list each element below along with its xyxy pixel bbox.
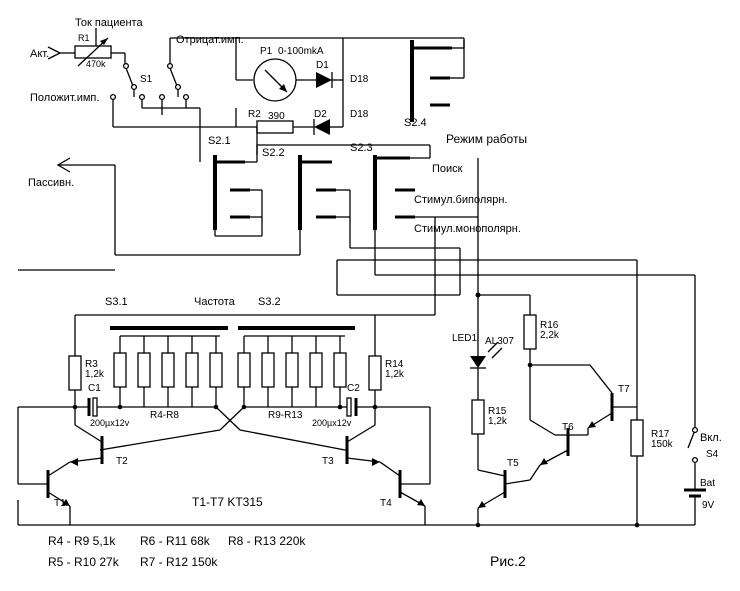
multivibrator-section: S3.1 Частота S3.2 R3 1,2k R14 1,2k R4-R bbox=[17, 296, 435, 525]
c1-label: C1 bbox=[88, 383, 101, 394]
r17-label: R17 bbox=[651, 429, 670, 440]
s23-label: S2.3 bbox=[350, 142, 373, 154]
note-r8-r13: R8 - R13 220k bbox=[228, 534, 306, 548]
label-polozh: Положит.имп. bbox=[30, 92, 99, 104]
active-arrow-icon bbox=[47, 46, 62, 60]
switch-s2-1: S2.1 bbox=[208, 127, 263, 236]
c2-value: 200µx12v bbox=[312, 418, 352, 428]
active-electrode-section: Акт. Ток пациента R1 470k bbox=[30, 17, 143, 69]
resistor-r17 bbox=[630, 419, 644, 457]
d1-value: D18 bbox=[350, 74, 369, 85]
note-r4-r9: R4 - R9 5,1k bbox=[48, 534, 116, 548]
label-stim-mono: Стимул.монополярн. bbox=[414, 223, 521, 235]
resistor-r3 bbox=[68, 355, 82, 391]
note-r7-r12: R7 - R12 150k bbox=[140, 555, 218, 569]
resistor-r2 bbox=[256, 120, 294, 134]
resistor-r11 bbox=[285, 352, 299, 388]
label-stim-bi: Стимул.биполярн. bbox=[414, 194, 507, 206]
power-section: Вкл. S4 Bat 9V bbox=[684, 426, 722, 525]
label-chastota: Частота bbox=[194, 296, 236, 308]
label-rezhim: Режим работы bbox=[446, 132, 527, 146]
label-9v: 9V bbox=[702, 500, 715, 511]
label-s4: S4 bbox=[706, 449, 719, 460]
d2-label: D2 bbox=[314, 109, 327, 120]
note-r5-r10: R5 - R10 27k bbox=[48, 555, 120, 569]
s24-label: S2.4 bbox=[404, 117, 427, 129]
t1-label: T1 bbox=[54, 498, 66, 509]
r14-value: 1,2k bbox=[385, 369, 405, 380]
label-poisk: Поиск bbox=[432, 163, 463, 175]
label-otric: Отрицат.имп. bbox=[176, 34, 244, 46]
r1-label: R1 bbox=[78, 33, 90, 43]
label-vkl: Вкл. bbox=[700, 432, 722, 444]
s21-label: S2.1 bbox=[208, 135, 231, 147]
r1-value: 470k bbox=[86, 59, 106, 69]
r3-label: R3 bbox=[85, 359, 98, 370]
r15-value: 1,2k bbox=[488, 416, 508, 427]
r15-label: R15 bbox=[488, 406, 507, 417]
s1-label: S1 bbox=[140, 74, 153, 85]
resistor-r6 bbox=[161, 352, 175, 388]
r16-label: R16 bbox=[540, 320, 559, 331]
resistor-r10 bbox=[261, 352, 275, 388]
transistor-note: T1-T7 KT315 bbox=[192, 495, 263, 509]
r2-value: 390 bbox=[268, 111, 285, 122]
c1-value: 200µx12v bbox=[90, 418, 130, 428]
r17-value: 150k bbox=[651, 439, 674, 450]
passive-electrode-section: Пассивн. bbox=[28, 157, 301, 256]
d1-label: D1 bbox=[316, 60, 329, 71]
r16-value: 2,2k bbox=[540, 330, 560, 341]
r14-label: R14 bbox=[385, 359, 404, 370]
resistor-r5 bbox=[137, 352, 151, 388]
label-bat: Bat bbox=[700, 478, 715, 489]
c2-label: C2 bbox=[347, 383, 360, 394]
resistor-r7 bbox=[185, 352, 199, 388]
r2-label: R2 bbox=[248, 109, 261, 120]
d2-value: D18 bbox=[350, 109, 369, 120]
resistor-r15 bbox=[471, 399, 485, 435]
meter-section: P1 0-100mkA D1 D18 R2 390 D2 D18 bbox=[235, 38, 369, 135]
t6-label: T6 bbox=[562, 422, 574, 433]
p1-value: 0-100mkA bbox=[278, 46, 324, 57]
t4-label: T4 bbox=[380, 498, 392, 509]
label-tok: Ток пациента bbox=[75, 17, 143, 29]
resistor-r14 bbox=[368, 355, 382, 391]
resistor-r12 bbox=[309, 352, 323, 388]
switch-s2-3: S2.3 Поиск Стимул.биполярн. Стимул.моноп… bbox=[350, 142, 521, 235]
led-icon bbox=[470, 356, 486, 368]
label-passiv: Пассивн. bbox=[28, 177, 74, 189]
note-r6-r11: R6 - R11 68k bbox=[140, 534, 211, 548]
s22-label: S2.2 bbox=[262, 147, 285, 159]
t2-label: T2 bbox=[116, 456, 128, 467]
switch-s1: S1 Отрицат.имп. Положит.имп. bbox=[30, 34, 343, 162]
switch-s4 bbox=[687, 429, 696, 449]
t7-label: T7 bbox=[618, 384, 630, 395]
notes-section: R4 - R9 5,1k R6 - R11 68k R8 - R13 220k … bbox=[48, 534, 526, 569]
label-led1: LED1 bbox=[452, 333, 477, 344]
t3-label: T3 bbox=[322, 456, 334, 467]
label-al307: AL307 bbox=[485, 336, 514, 347]
indicator-section: LED1 AL307 R15 1,2k R16 2,2k T7 T6 bbox=[452, 314, 674, 528]
resistor-r4 bbox=[113, 352, 127, 388]
switch-s2-2: S2.2 bbox=[256, 144, 430, 236]
resistor-r13 bbox=[333, 352, 347, 388]
figure-caption: Рис.2 bbox=[490, 553, 526, 569]
resistor-r9 bbox=[237, 352, 251, 388]
resistor-r8 bbox=[209, 352, 223, 388]
label-s32: S3.2 bbox=[258, 296, 281, 308]
r4r8-label: R4-R8 bbox=[150, 410, 179, 421]
p1-label: P1 bbox=[260, 46, 273, 57]
label-s31: S3.1 bbox=[105, 296, 128, 308]
t5-label: T5 bbox=[507, 458, 519, 469]
switch-s2-4: S2.4 bbox=[343, 37, 465, 129]
resistor-r16 bbox=[523, 314, 537, 350]
label-active: Акт. bbox=[30, 48, 49, 60]
r9r13-label: R9-R13 bbox=[268, 410, 303, 421]
r3-value: 1,2k bbox=[85, 369, 105, 380]
